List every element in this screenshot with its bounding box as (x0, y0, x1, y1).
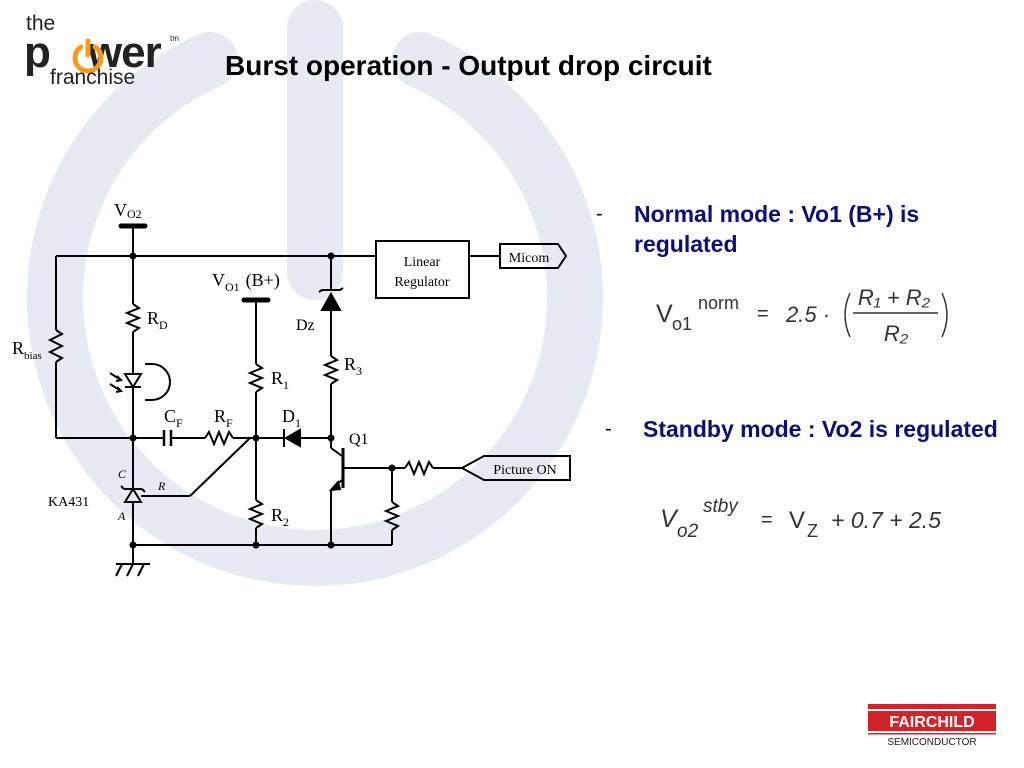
ka431-label: KA431 (48, 495, 89, 510)
svg-text:stby: stby (703, 496, 739, 517)
r3-label: R3 (344, 354, 362, 378)
bullet-dash: - (605, 418, 612, 440)
fairchild-logo: FAIRCHILD SEMICONDUCTOR (868, 704, 996, 748)
r2-label: R2 (271, 505, 289, 529)
pin-c-label: C (118, 467, 127, 481)
picture-on-label: Picture ON (493, 463, 556, 478)
svg-text:o2: o2 (677, 521, 699, 542)
bullet-normal-mode: - Normal mode : Vo1 (B+) is regulated (596, 199, 1006, 263)
linear-regulator-label: Linear (404, 255, 441, 270)
svg-text:2.5 ·: 2.5 · (785, 302, 830, 327)
equation-normal-mode: V o1 norm = 2.5 · R₁ + R₂ R₂ (656, 285, 948, 346)
svg-text:R₂: R₂ (884, 321, 909, 346)
q1-label: Q1 (349, 431, 369, 448)
slide-title: Burst operation - Output drop circuit (225, 50, 712, 81)
cf-label: CF (164, 406, 183, 430)
svg-text:FAIRCHILD: FAIRCHILD (889, 714, 974, 731)
svg-text:Z: Z (807, 521, 818, 541)
bullet-text: Normal mode : Vo1 (B+) is regulated (634, 201, 920, 257)
r1-label: R1 (271, 368, 289, 392)
pin-a-label: A (117, 509, 126, 523)
bullet-dash: - (596, 203, 603, 225)
svg-text:V: V (660, 505, 679, 533)
rd-label: RD (147, 308, 168, 332)
rf-label: RF (214, 406, 233, 430)
dz-label: Dz (296, 317, 315, 334)
svg-text:=: = (761, 509, 773, 531)
power-button-icon (72, 38, 104, 74)
vo1-label: VO1(B+) (212, 270, 280, 294)
rbias-label: Rbias (12, 338, 42, 362)
logo-franchise: franchise (50, 66, 136, 89)
svg-text:norm: norm (698, 293, 739, 313)
equation-standby-mode: V o2 stby = V Z + 0.7 + 2.5 (660, 496, 941, 542)
svg-text:V: V (789, 507, 805, 534)
output-drop-circuit-diagram: VO2 VO1(B+) Linear Regulator Micom Pictu… (12, 200, 571, 577)
linear-regulator-label-2: Regulator (394, 275, 450, 290)
bullet-standby-mode: - Standby mode : Vo2 is regulated (605, 414, 1005, 478)
svg-text:+ 0.7 + 2.5: + 0.7 + 2.5 (831, 507, 941, 533)
svg-text:SEMICONDUCTOR: SEMICONDUCTOR (887, 737, 976, 748)
logo-the: the (26, 12, 56, 35)
svg-text:V: V (656, 300, 673, 328)
svg-text:o1: o1 (672, 314, 692, 334)
pin-r-label: R (157, 479, 166, 493)
d1-label: D1 (282, 406, 301, 430)
bullet-text: Standby mode : Vo2 is regulated (643, 416, 998, 442)
svg-text:R₁ + R₂: R₁ + R₂ (858, 285, 931, 310)
logo-tm: tm (170, 34, 179, 43)
vo2-label: VO2 (114, 200, 142, 221)
svg-text:=: = (757, 303, 769, 325)
micom-label: Micom (509, 251, 550, 266)
